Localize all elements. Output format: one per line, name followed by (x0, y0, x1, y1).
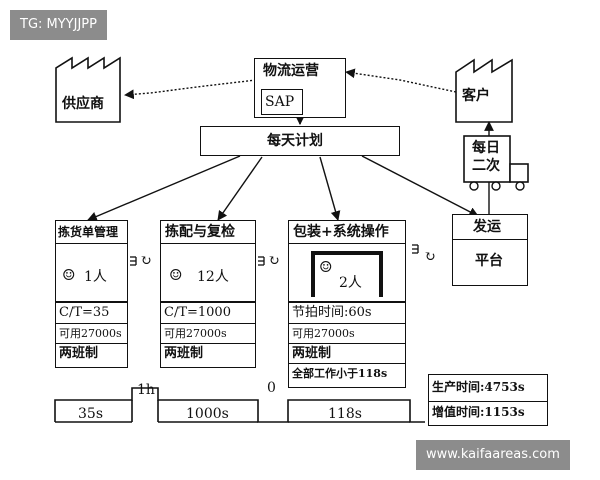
truck-icon (463, 135, 529, 191)
process-1-row-3: 两班制 (56, 343, 127, 364)
arrow-schedule-to-process-1 (87, 155, 241, 222)
arrow-schedule-to-process-2 (217, 156, 263, 221)
process-time-3: 118s (328, 406, 362, 422)
process-2-row-2: 可用27000s (161, 323, 255, 344)
process-3-row-3: 两班制 (289, 343, 405, 364)
process-1-row-2: 可用27000s (56, 323, 127, 344)
arrow-control-to-supplier (124, 79, 257, 100)
inventory-icon-2 (258, 256, 265, 266)
data-table-2: C/T=1000 可用27000s 两班制 (160, 302, 256, 368)
data-table-1: C/T=35 可用27000s 两班制 (55, 302, 128, 368)
summary-box: 生产时间:4753s 增值时间:1153s (428, 374, 548, 426)
data-table-3: 节拍时间:60s 可用27000s 两班制 全部工作小于118s (288, 302, 406, 388)
wait-time-1: 1h (137, 382, 155, 398)
cycle-icon: ↻ (140, 253, 152, 269)
process-3-row-2: 可用27000s (289, 323, 405, 344)
supplier-label: 供应商 (62, 96, 104, 112)
cycle-icon: ↻ (268, 253, 280, 269)
process-2-row-1: C/T=1000 (164, 305, 231, 320)
process-1-name: 拣货单管理 (58, 225, 119, 239)
schedule-label: 每天计划 (267, 133, 323, 149)
shipping-box: 发运 平台 (452, 214, 528, 286)
supplier-factory-icon (55, 56, 121, 123)
delivery-line-2: 二次 (472, 158, 500, 174)
inventory-icon-3 (412, 244, 419, 254)
process-box-1: 拣货单管理 ☺ 1人 (55, 220, 128, 302)
control-title: 物流运营 (263, 63, 319, 79)
operator-icon: ☺ (62, 266, 76, 284)
process-time-2: 1000s (186, 406, 229, 422)
arrow-schedule-to-process-3 (319, 156, 341, 221)
sap-label: SAP (265, 94, 295, 110)
shipping-dock-label: 平台 (475, 253, 503, 269)
process-2-row-3: 两班制 (161, 343, 255, 364)
process-2-name: 拣配与复检 (165, 224, 235, 240)
process-3-row-4: 全部工作小于118s (289, 363, 405, 384)
sap-box: SAP (261, 89, 303, 115)
inventory-icon-1 (130, 256, 137, 266)
control-box: 物流运营 SAP (254, 58, 346, 118)
cycle-icon: ↻ (424, 249, 436, 265)
process-time-1: 35s (78, 406, 103, 422)
process-2-operators: 12人 (197, 269, 229, 285)
workstation-frame: ☺ 2人 (311, 251, 383, 297)
timeline-ladder (54, 387, 425, 423)
customer-label: 客户 (462, 88, 490, 104)
delivery-line-1: 每日 (472, 140, 500, 156)
process-box-2: 拣配与复检 ☺ 12人 (160, 220, 256, 302)
process-box-3: 包装+系统操作 ☺ 2人 (288, 220, 406, 302)
process-1-operators: 1人 (84, 269, 107, 285)
arrow-customer-to-control (345, 68, 457, 93)
customer-factory-icon (455, 58, 513, 123)
lead-time: 生产时间:4753s (432, 380, 525, 394)
process-3-row-1: 节拍时间:60s (292, 305, 372, 320)
operator-icon: ☺ (319, 258, 333, 276)
process-3-name: 包装+系统操作 (293, 224, 389, 240)
operator-icon: ☺ (169, 266, 183, 284)
process-3-operators: 2人 (339, 275, 362, 291)
watermark-top-tag: TG: MYYJJPP (10, 10, 107, 40)
watermark-bottom-tag: www.kaifaareas.com (416, 440, 570, 470)
process-1-row-1: C/T=35 (59, 305, 110, 320)
value-added-time: 增值时间:1153s (429, 401, 547, 422)
wait-time-2: 0 (267, 380, 276, 396)
schedule-box: 每天计划 (200, 126, 400, 156)
shipping-label: 发运 (473, 219, 501, 235)
arrow-schedule-to-shipping (361, 155, 479, 217)
